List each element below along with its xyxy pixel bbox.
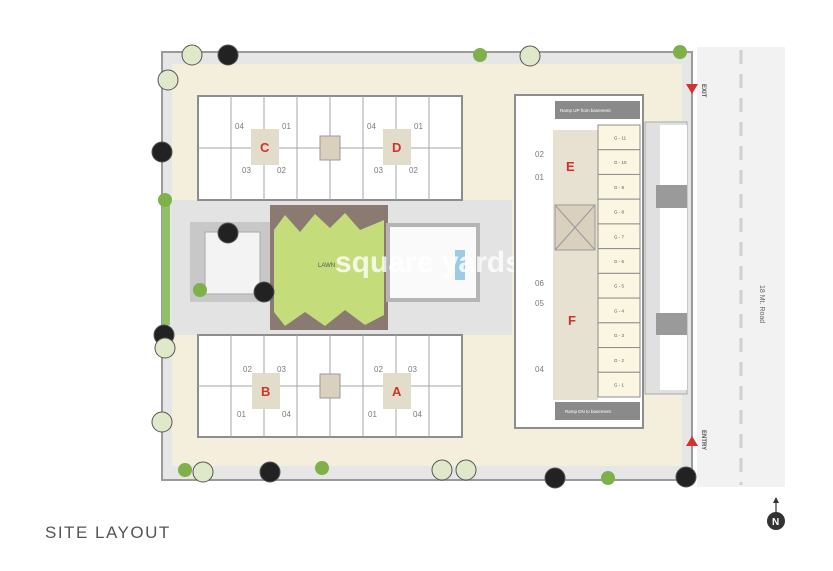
- shop-unit: [597, 371, 641, 398]
- shop-label: G - 1: [614, 383, 624, 388]
- unit-number: 01: [282, 122, 291, 131]
- north-label: N: [772, 517, 779, 528]
- block-core: [383, 129, 411, 165]
- tree-icon: [259, 461, 281, 483]
- exit-arrow-icon: [686, 84, 698, 94]
- tree-icon: [519, 45, 541, 67]
- block-label-F: F: [568, 313, 576, 328]
- shop-label: G - 8: [614, 210, 624, 215]
- unit-number: 03: [277, 365, 286, 374]
- unit-number: 04: [282, 410, 291, 419]
- shop-label: G - 2: [614, 358, 624, 363]
- tree-icon: [675, 466, 697, 488]
- shop-unit: [597, 322, 641, 349]
- shop-label: G - 10: [614, 160, 627, 165]
- block-label-C: C: [260, 140, 270, 155]
- ramp-down-label: Ramp DN to basement: [565, 409, 612, 414]
- unit-number: 03: [242, 166, 251, 175]
- ramp-up-label: Ramp UP from basement: [560, 108, 611, 113]
- trees: [151, 44, 697, 489]
- unit-number: 01: [237, 410, 246, 419]
- tree-icon: [154, 337, 176, 359]
- tree-icon: [431, 459, 453, 481]
- entry-arrow-icon: [686, 436, 698, 446]
- shop-label: G - 5: [614, 284, 624, 289]
- lift-core: [319, 135, 341, 161]
- tree-icon: [157, 69, 179, 91]
- shop-unit: [597, 173, 641, 200]
- clubhouse-hall: [204, 231, 261, 295]
- block-core: [383, 373, 411, 409]
- page-title: SITE LAYOUT: [45, 523, 171, 542]
- unit-number: 06: [535, 279, 544, 288]
- tree-icon: [455, 459, 477, 481]
- ramp-up: [555, 101, 640, 119]
- block-core: [251, 129, 279, 165]
- watermark: square yards: [335, 246, 522, 279]
- unit-number: 02: [243, 365, 252, 374]
- unit-number: 04: [413, 410, 422, 419]
- unit-number: 02: [277, 166, 286, 175]
- lift-core: [319, 373, 341, 399]
- tree-icon: [253, 281, 275, 303]
- palm-icon: [315, 461, 329, 475]
- unit-number: 05: [535, 299, 544, 308]
- shops: G - 11 G - 10 G - 9 G - 8 G - 7 G - 6 G - 5 G -…: [597, 124, 641, 398]
- tree-icon: [151, 411, 173, 433]
- tree-icon: [544, 467, 566, 489]
- unit-number: 02: [409, 166, 418, 175]
- unit-number: 01: [414, 122, 423, 131]
- entry-label: ENTRY: [700, 430, 706, 450]
- tower-ef-lobby: [553, 130, 598, 400]
- lawn-label: LAWN: [318, 263, 335, 269]
- shop-unit: [597, 198, 641, 225]
- north-arrow-icon: N: [767, 497, 785, 530]
- palm-icon: [193, 283, 207, 297]
- shop-unit: [597, 124, 641, 151]
- shop-label: G - 4: [614, 308, 624, 313]
- unit-number: 01: [368, 410, 377, 419]
- unit-number: 01: [535, 173, 544, 182]
- ramp-down: [555, 402, 640, 420]
- palm-icon: [178, 463, 192, 477]
- unit-number: 02: [374, 365, 383, 374]
- shop-label: G - 3: [614, 333, 624, 338]
- block-label-B: B: [261, 384, 270, 399]
- pool: [455, 250, 465, 280]
- palm-icon: [473, 48, 487, 62]
- shop-label: G - 11: [614, 135, 627, 140]
- unit-number: 03: [374, 166, 383, 175]
- block-core: [252, 373, 280, 409]
- unit-number: 04: [535, 365, 544, 374]
- tower-ef-labels: E F 02 01 06 05 04: [535, 150, 576, 374]
- shop-label: G - 7: [614, 234, 624, 239]
- block-label-D: D: [392, 140, 401, 155]
- shop-label: G - 9: [614, 185, 624, 190]
- tree-icon: [181, 44, 203, 66]
- tree-icon: [192, 461, 214, 483]
- unit-number: 03: [408, 365, 417, 374]
- unit-number: 04: [367, 122, 376, 131]
- green-strip: [162, 205, 170, 325]
- palm-icon: [601, 471, 615, 485]
- block-label-A: A: [392, 384, 402, 399]
- palm-icon: [673, 45, 687, 59]
- lawn: [274, 213, 384, 326]
- road-label: 18 Mt. Road: [758, 285, 765, 323]
- shop-unit: [597, 297, 641, 324]
- block-label-E: E: [566, 159, 575, 174]
- unit-number: 02: [535, 150, 544, 159]
- tree-icon: [151, 141, 173, 163]
- shop-unit: [597, 248, 641, 274]
- tree-icon: [217, 222, 239, 244]
- unit-number: 04: [235, 122, 244, 131]
- tree-icon: [217, 44, 239, 66]
- shop-unit: [597, 272, 641, 299]
- shop-label: G - 6: [614, 259, 624, 264]
- palm-icon: [158, 193, 172, 207]
- exit-label: EXIT: [700, 84, 706, 98]
